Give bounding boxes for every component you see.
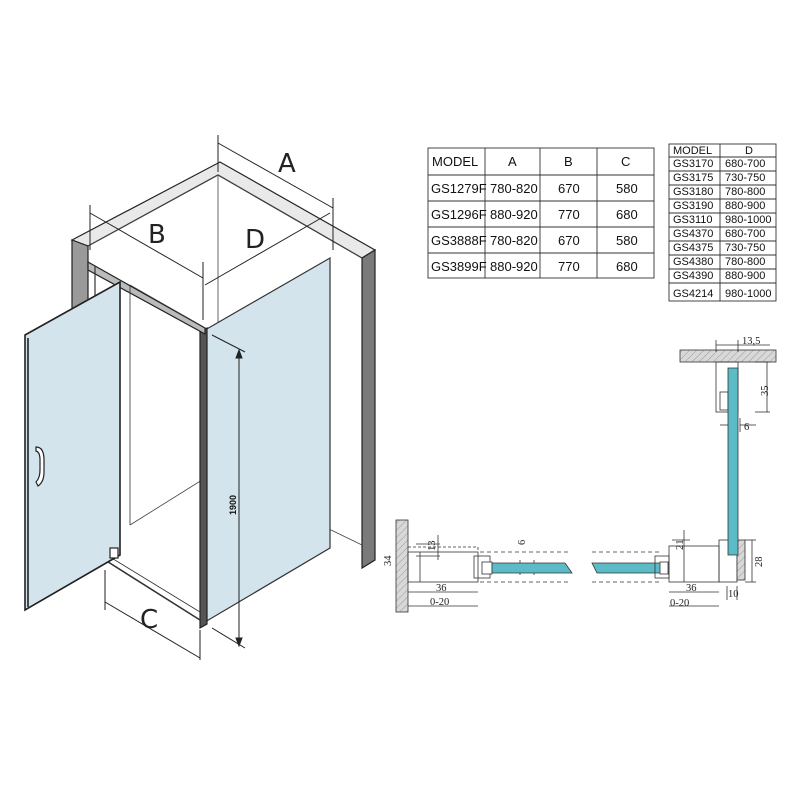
table2-cell: 780-800	[725, 256, 765, 268]
table1-cell: 770	[558, 207, 580, 222]
table1-cell: 780-820	[490, 181, 538, 196]
table1-header-c: C	[621, 154, 630, 169]
profile-detail-right: 21 28 36 0-20 10	[591, 530, 765, 609]
table1-header-model: MODEL	[432, 154, 478, 169]
dim-10: 10	[728, 589, 739, 600]
table1-cell: 670	[558, 233, 580, 248]
dimension-d-label: D	[245, 225, 265, 255]
dimension-lines-3d	[89, 135, 334, 660]
enclosure-3d-view	[24, 161, 377, 630]
dim-36: 36	[436, 583, 447, 594]
table2-cell: GS4375	[673, 242, 713, 254]
door-glass-panel	[24, 280, 121, 612]
table2-cell: GS3190	[673, 200, 713, 212]
table2-cell: 730-750	[725, 242, 765, 254]
table1-cell: 770	[558, 259, 580, 274]
dim-13: 13	[427, 541, 438, 552]
table1-cell: 580	[616, 233, 638, 248]
dim-0-20: 0-20	[670, 598, 689, 609]
dim-6: 6	[744, 422, 749, 433]
table2-cell: GS4380	[673, 256, 713, 268]
table2-cell: GS4390	[673, 270, 713, 282]
table1-cell: 780-820	[490, 233, 538, 248]
table2-cell: 880-900	[725, 200, 765, 212]
table1-cell: GS1279F	[431, 181, 487, 196]
table1-cell: GS3888F	[431, 233, 487, 248]
table2-cell: 980-1000	[725, 288, 772, 300]
dim-6: 6	[517, 540, 528, 545]
table2-cell: 730-750	[725, 172, 765, 184]
table2-cell: GS4214	[673, 288, 713, 300]
dim-21: 21	[675, 540, 686, 551]
model-table-abc: MODEL A B C GS1279F 780-820 670 580 GS12…	[427, 147, 655, 279]
table2-cell: GS3180	[673, 186, 713, 198]
table2-cell: GS3110	[673, 214, 713, 226]
table1-cell: 880-920	[490, 259, 538, 274]
dimension-c-label: C	[140, 605, 158, 635]
profile-detail-left: 34 13 6 36 0-20	[383, 519, 573, 613]
table2-header-d: D	[745, 145, 753, 157]
table1-cell: 680	[616, 207, 638, 222]
table2-cell: 880-900	[725, 270, 765, 282]
table1-cell: GS1296F	[431, 207, 487, 222]
table2-cell: 680-700	[725, 158, 765, 170]
glass-vertical	[727, 367, 739, 556]
table1-header-b: B	[564, 154, 573, 169]
side-glass-panel	[204, 256, 331, 624]
table2-cell: GS4370	[673, 228, 713, 240]
table1-cell: 580	[616, 181, 638, 196]
glass-section	[591, 562, 666, 574]
table2-cell: GS3175	[673, 172, 713, 184]
table2-header-model: MODEL	[673, 145, 712, 157]
table2-cell: 680-700	[725, 228, 765, 240]
table1-cell: 880-920	[490, 207, 538, 222]
dim-34: 34	[383, 555, 394, 566]
corner-post	[199, 326, 208, 630]
dim-0-20: 0-20	[430, 597, 449, 608]
right-wall	[361, 248, 376, 570]
table1-header-a: A	[508, 154, 517, 169]
table2-cell: 980-1000	[725, 214, 772, 226]
dimension-a-label: A	[278, 149, 296, 179]
door-handle-icon	[35, 446, 45, 487]
dim-13-5: 13,5	[742, 336, 760, 347]
glass-section	[491, 562, 573, 574]
dim-35: 35	[760, 386, 771, 397]
table1-cell: GS3899F	[431, 259, 487, 274]
dim-28: 28	[754, 557, 765, 568]
model-table-d: MODEL D GS3170 680-700 GS3175 730-750 GS…	[668, 143, 777, 302]
table2-cell: GS3170	[673, 158, 713, 170]
dimension-b-label: B	[148, 220, 166, 250]
height-label: 1900	[228, 495, 238, 515]
table1-cell: 670	[558, 181, 580, 196]
table2-cell: 780-800	[725, 186, 765, 198]
wall-top-outline	[70, 161, 377, 259]
table1-cell: 680	[616, 259, 638, 274]
dim-36: 36	[686, 583, 697, 594]
profile-detail-top: 13,5 35 6	[679, 336, 777, 556]
